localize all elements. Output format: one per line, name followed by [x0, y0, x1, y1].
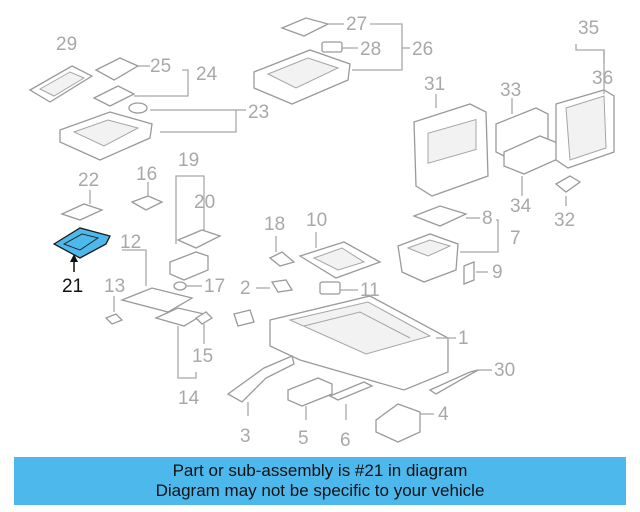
callout-35: 35 [578, 18, 599, 39]
leader-7 [460, 219, 499, 253]
part-5 [287, 377, 333, 407]
part-4 [375, 403, 421, 443]
part-1 [269, 295, 449, 391]
callout-4: 4 [438, 404, 449, 425]
part-2 [233, 279, 294, 327]
part-22 [60, 203, 104, 221]
callout-21: 21 [62, 276, 83, 297]
leader-12 [122, 249, 147, 286]
callout-17: 17 [204, 276, 225, 297]
part-11 [319, 281, 341, 295]
part-17 [173, 281, 187, 291]
callout-16: 16 [136, 164, 157, 185]
arrow-21 [70, 254, 78, 262]
callout-20: 20 [194, 192, 215, 213]
parts-diagram: 29 25 24 23 27 28 26 31 33 [28, 14, 615, 451]
part-8 [412, 205, 468, 227]
callout-2: 2 [240, 278, 251, 299]
callout-30: 30 [494, 360, 515, 381]
part-35 [555, 89, 615, 169]
part-26 [253, 49, 351, 105]
part-7 [397, 233, 459, 283]
part-15 [194, 311, 214, 325]
callout-11: 11 [360, 280, 380, 301]
part-19 [169, 251, 209, 281]
part-20 [176, 229, 222, 249]
callout-26: 26 [412, 39, 433, 60]
callout-23: 23 [248, 102, 269, 123]
callout-1: 1 [458, 328, 469, 349]
part-25 [92, 57, 140, 107]
callout-19: 19 [178, 150, 199, 171]
leader-35 [575, 44, 605, 94]
part-6 [328, 381, 374, 401]
callout-28: 28 [360, 39, 381, 60]
callout-3: 3 [240, 426, 251, 447]
part-18 [268, 251, 296, 267]
callout-14: 14 [178, 388, 200, 409]
callout-22: 22 [78, 170, 99, 191]
part-10 [298, 241, 382, 279]
callout-33: 33 [500, 80, 521, 101]
callout-15: 15 [192, 346, 213, 367]
callout-6: 6 [340, 430, 351, 451]
callout-36: 36 [592, 68, 613, 89]
part-13 [104, 313, 124, 325]
part-9 [463, 261, 475, 285]
part-27 [280, 17, 330, 37]
callout-5: 5 [298, 428, 309, 449]
leader-26 [352, 23, 403, 71]
callout-18: 18 [264, 214, 285, 235]
part-31 [413, 103, 489, 197]
leader-24 [134, 69, 189, 97]
part-28 [321, 41, 343, 53]
callout-10: 10 [306, 210, 327, 231]
leader-14 [177, 326, 197, 379]
part-12 [119, 287, 206, 327]
part-32 [554, 175, 582, 193]
callout-32: 32 [554, 210, 575, 231]
part-21-highlighted [52, 227, 111, 259]
callout-24: 24 [196, 64, 218, 85]
callout-12: 12 [120, 232, 141, 253]
part-23 [59, 102, 153, 161]
callout-34: 34 [510, 196, 532, 217]
leader-23 [150, 109, 237, 133]
callout-29: 29 [56, 34, 77, 55]
banner-line-2: Diagram may not be specific to your vehi… [155, 481, 485, 500]
callout-8: 8 [482, 208, 493, 229]
callout-7: 7 [510, 228, 521, 249]
banner-line-1: Part or sub-assembly is #21 in diagram [172, 461, 468, 480]
callout-31: 31 [424, 74, 445, 95]
callout-9: 9 [492, 262, 503, 283]
callout-25: 25 [150, 56, 171, 77]
callout-27: 27 [346, 14, 367, 35]
part-29 [28, 65, 94, 103]
leader-19 [175, 175, 205, 244]
callout-13: 13 [104, 276, 125, 297]
part-16 [130, 195, 164, 211]
info-banner: Part or sub-assembly is #21 in diagram D… [14, 457, 626, 505]
part-3 [226, 355, 295, 403]
